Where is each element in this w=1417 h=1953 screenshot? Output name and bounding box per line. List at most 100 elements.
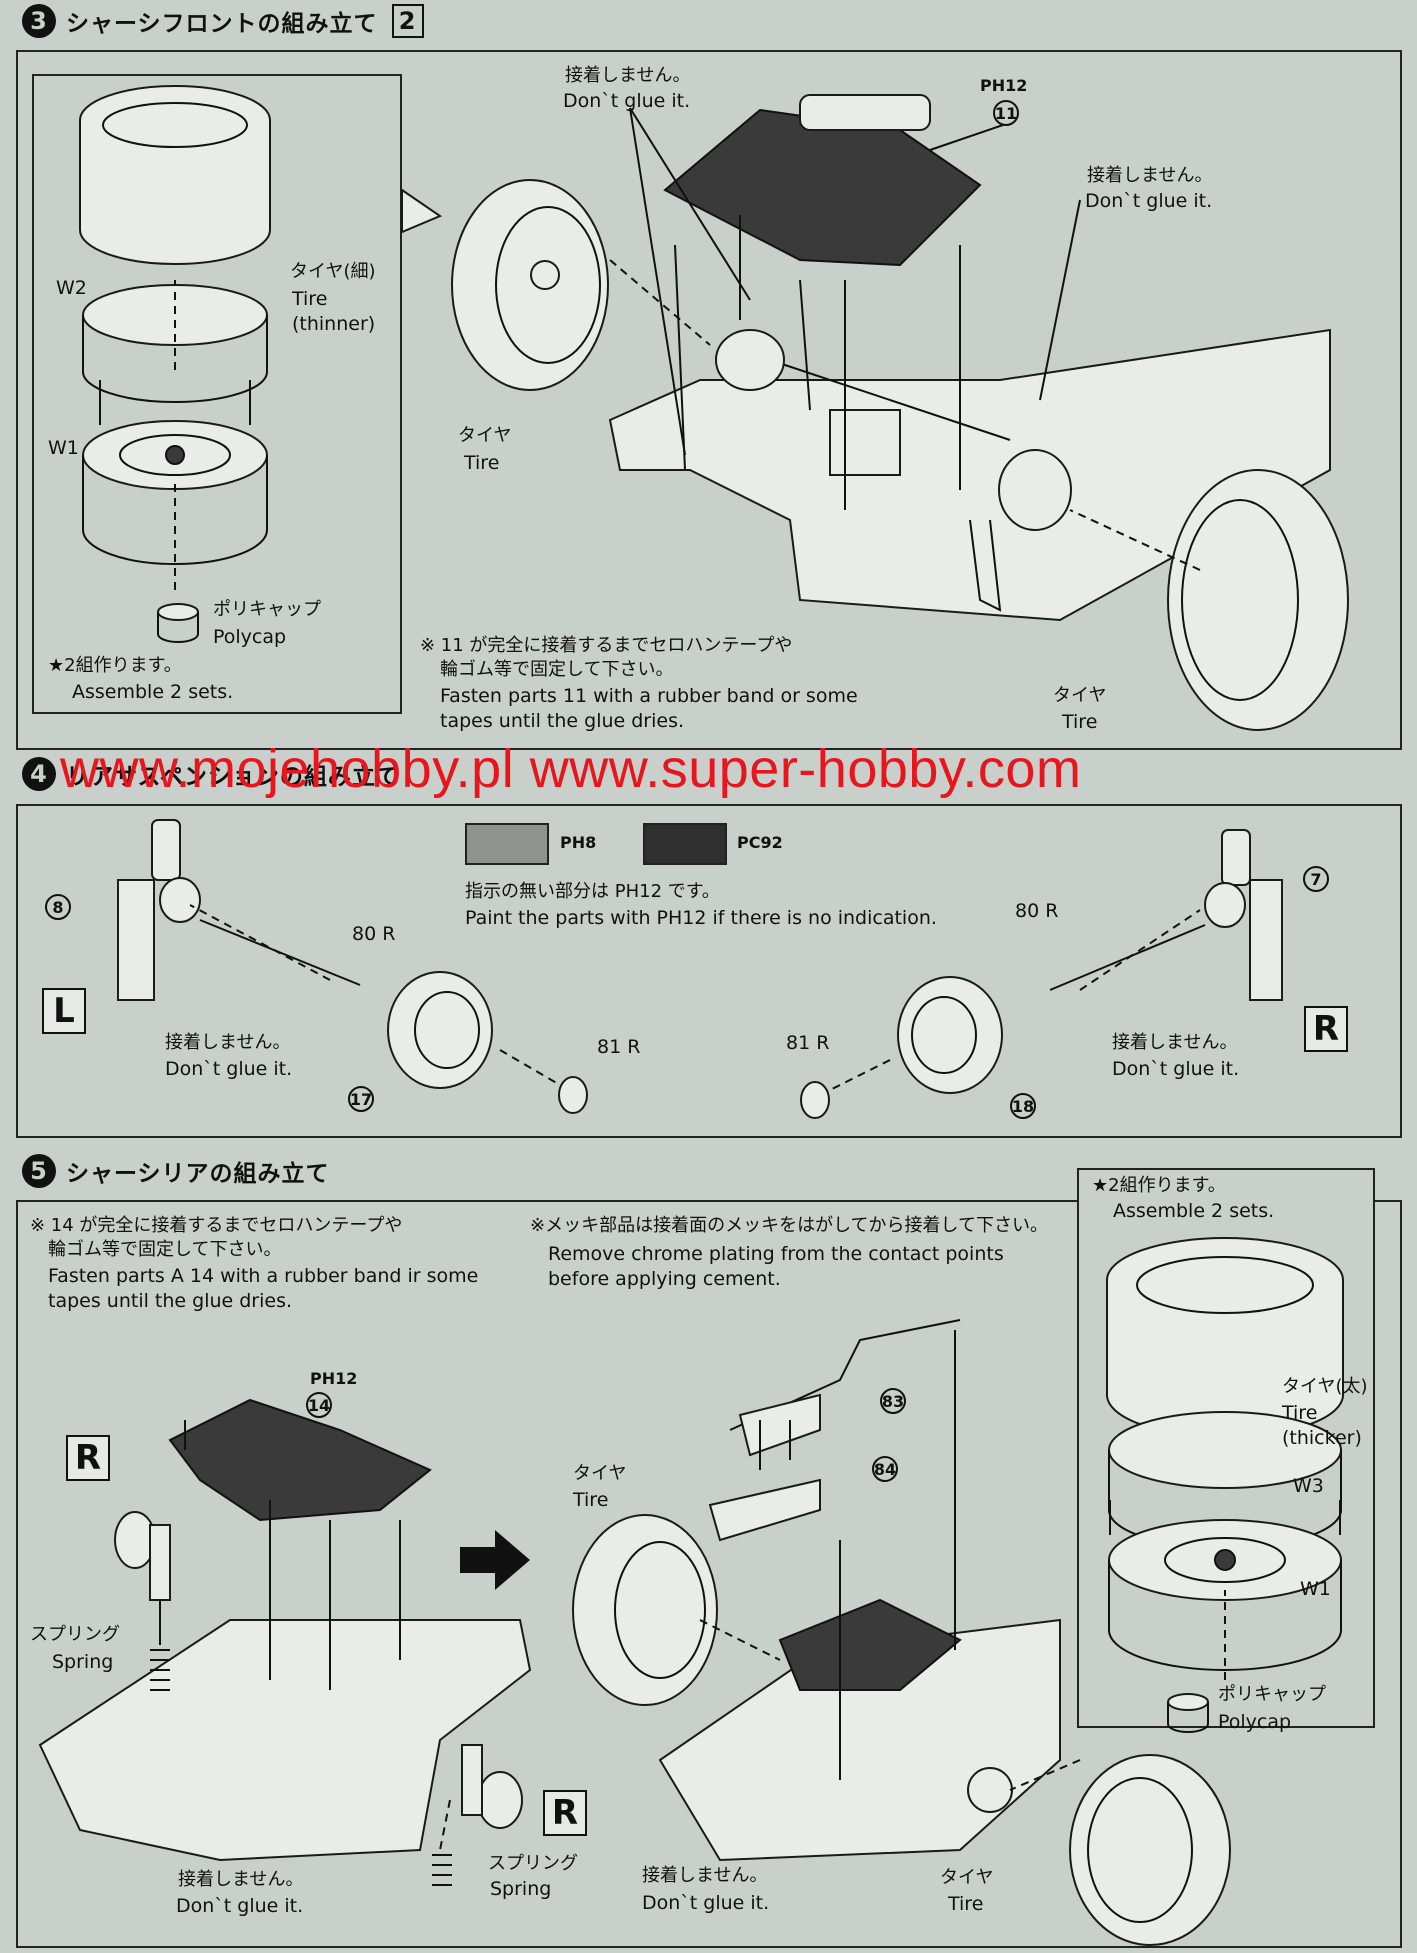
assembly-arrow [499, 1049, 561, 1086]
rear-chassis-left-drawing [38, 1398, 532, 1886]
no-glue-label-jp: 接着しません。 [165, 1032, 291, 1053]
color-swatch-pc92 [643, 823, 727, 865]
rim-w2-label: W2 [56, 277, 87, 299]
fasten-note-en: tapes until the glue dries. [48, 1290, 293, 1312]
right-side-marker: R [543, 1790, 587, 1836]
tire-label-jp: タイヤ [940, 1867, 994, 1888]
spring-label-en: Spring [490, 1878, 552, 1900]
polycap-label-en: Polycap [1218, 1711, 1292, 1733]
part-number-18: 18 [1010, 1093, 1036, 1119]
part-number-83: 83 [880, 1388, 906, 1414]
part-number-7: 7 [1303, 866, 1329, 892]
tire-thick-label-en: (thicker) [1282, 1427, 1362, 1449]
polycap-drawing [157, 603, 199, 643]
assembly-arrow [829, 1059, 891, 1091]
assembly-arrow [1079, 909, 1201, 991]
step3-wheel-subpanel [32, 74, 402, 714]
no-glue-label-en: Don`t glue it. [642, 1892, 770, 1914]
part-number-17: 17 [348, 1086, 374, 1112]
callout-wedge [401, 188, 443, 234]
no-glue-label-en: Don`t glue it. [165, 1058, 293, 1080]
tire-label-en: Tire [1062, 711, 1098, 733]
step3-header: 3 シャーシフロントの組み立て 2 [22, 4, 424, 38]
step3-panel [16, 50, 1402, 750]
tire-thin-label-en: Tire [292, 288, 328, 310]
assembly-arrow [799, 279, 811, 411]
chrome-note-en: before applying cement. [548, 1268, 781, 1290]
rim-w3-label: W3 [1293, 1475, 1324, 1497]
fasten-note-jp: ※ 14 が完全に接着するまでセロハンテープや [30, 1215, 403, 1236]
no-glue-label-en: Don`t glue it. [176, 1895, 304, 1917]
step4-panel [16, 804, 1402, 1138]
step5-panel [16, 1200, 1402, 1948]
step4-header: 4 リアサスペンションの組み立て [22, 757, 400, 791]
right-side-marker: R [1304, 1006, 1348, 1052]
assembly-arrow [439, 1799, 451, 1851]
fasten-note-jp: 輪ゴム等で固定して下さい。 [440, 659, 674, 680]
tire-thick-label-en: Tire [1282, 1402, 1318, 1424]
fasten-note-en: Fasten parts A 14 with a rubber band ir … [48, 1265, 479, 1287]
step-box-number: 2 [391, 4, 424, 38]
assemble-note-en: Assemble 2 sets. [72, 681, 234, 703]
color-swatch-ph8 [465, 823, 549, 865]
tire-label-en: Tire [573, 1489, 609, 1511]
paint-code-ph12: PH12 [980, 76, 1028, 95]
rear-chassis-right-drawing [572, 1319, 1231, 1946]
assembly-arrow [609, 259, 711, 346]
tire-thick-label-jp: タイヤ(太) [1282, 1376, 1368, 1397]
assemble-note-jp: ★2組作ります。 [48, 655, 182, 676]
fasten-note-en: tapes until the glue dries. [440, 710, 685, 732]
fasten-note-jp: 輪ゴム等で固定して下さい。 [48, 1239, 282, 1260]
no-glue-label-en: Don`t glue it. [1112, 1058, 1240, 1080]
leader-line [629, 107, 751, 301]
rim-w1-label: W1 [1300, 1578, 1331, 1600]
no-glue-label-en: Don`t glue it. [563, 90, 691, 112]
no-glue-label-jp: 接着しません。 [565, 65, 691, 86]
next-step-arrow [460, 1530, 530, 1590]
leader-line [629, 107, 686, 456]
part-number-80r: 80 R [1015, 900, 1059, 922]
rim-w1-drawing [82, 420, 268, 565]
part-number-81r: 81 R [786, 1032, 830, 1054]
assembly-arrow [699, 1619, 781, 1661]
part-number-84: 84 [872, 1456, 898, 1482]
right-side-marker: R [66, 1435, 110, 1481]
tire-label-jp: タイヤ [458, 425, 512, 446]
rim-w1-drawing [1108, 1519, 1342, 1671]
step-title: シャーシフロントの組み立て [66, 11, 378, 37]
assembly-arrow [189, 904, 331, 981]
step-number-badge: 4 [22, 757, 56, 791]
no-glue-label-jp: 接着しません。 [1087, 165, 1213, 186]
fasten-note-jp: ※ 11 が完全に接着するまでセロハンテープや [420, 635, 793, 656]
leader-line [1039, 199, 1081, 401]
polycap-label-en: Polycap [213, 626, 287, 648]
step-number-badge: 5 [22, 1154, 56, 1188]
part-number-8: 8 [45, 894, 71, 920]
part-number-11: 11 [993, 100, 1019, 126]
tire-label-jp: タイヤ [573, 1463, 627, 1484]
step-title: リアサスペンションの組み立て [66, 764, 400, 790]
front-chassis-drawing [451, 94, 1349, 731]
left-suspension-drawing [117, 819, 588, 1114]
assembly-arrow [1069, 509, 1201, 571]
tire-thin-label-jp: タイヤ(細) [290, 261, 376, 282]
assembly-arrow [674, 244, 686, 471]
leader-line [929, 124, 1004, 151]
tire-thin-drawing [79, 85, 271, 265]
no-glue-label-en: Don`t glue it. [1085, 190, 1213, 212]
swatch-label-ph8: PH8 [560, 833, 597, 852]
watermark: www.mojehobby.pl www.super-hobby.com [60, 739, 1082, 799]
part-number-14: 14 [306, 1392, 332, 1418]
spring-label-jp: スプリング [30, 1624, 120, 1645]
right-suspension-drawing [800, 829, 1283, 1119]
chrome-note-en: Remove chrome plating from the contact p… [548, 1243, 1004, 1265]
tire-label-jp: タイヤ [1053, 685, 1107, 706]
polycap-label-jp: ポリキャップ [1218, 1684, 1326, 1705]
step-number-badge: 3 [22, 4, 56, 38]
spring-label-jp: スプリング [488, 1853, 578, 1874]
assemble-note-jp: ★2組作ります。 [1092, 1175, 1226, 1196]
assembly-arrow [1009, 1759, 1081, 1791]
left-side-marker: L [42, 988, 86, 1034]
